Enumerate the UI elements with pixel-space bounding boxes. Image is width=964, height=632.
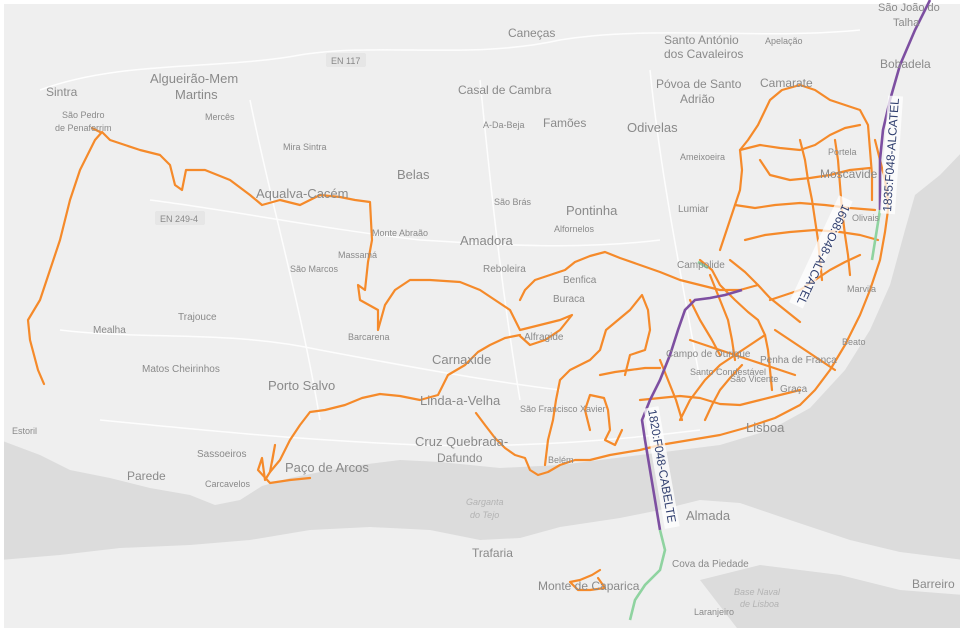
place-label: dos Cavaleiros — [664, 47, 743, 61]
place-label: Sassoeiros — [197, 449, 246, 460]
green-route-south — [628, 529, 667, 621]
place-label: Santo Condestável — [690, 367, 766, 377]
place-label: Marvila — [847, 284, 876, 294]
place-label: Famões — [543, 116, 586, 130]
water-label: Garganta — [466, 497, 504, 507]
place-label: Monte de Caparica — [538, 579, 640, 593]
north-bank-land — [0, 0, 964, 505]
purple-route-1820 — [640, 288, 743, 531]
road-label: EN 117 — [331, 56, 360, 66]
place-label: Porto Salvo — [268, 378, 335, 393]
green-route-stub — [697, 260, 709, 270]
water-label: de Lisboa — [740, 599, 779, 609]
place-label: Lisboa — [746, 420, 785, 435]
place-label: Laranjeiro — [694, 607, 734, 617]
place-label: Casal de Cambra — [458, 83, 552, 97]
place-label: Mira Sintra — [283, 142, 327, 152]
place-label: Beato — [842, 337, 866, 347]
place-label: Alfornelos — [554, 224, 595, 234]
place-label: Ameixoeira — [680, 152, 725, 162]
place-label: de Penaferrim — [55, 123, 112, 133]
place-label: Barcarena — [348, 332, 390, 342]
place-label: Barreiro — [912, 577, 955, 591]
place-label: Cova da Piedade — [672, 559, 749, 570]
place-label: Paço de Arcos — [285, 460, 369, 475]
orange-route-network — [26, 83, 890, 592]
place-label: Moscavide — [820, 167, 878, 181]
place-label: Bobadela — [880, 57, 931, 71]
place-label: A-Da-Beja — [483, 120, 525, 130]
place-label: Trafaria — [472, 546, 513, 560]
water-label: Base Naval — [734, 587, 781, 597]
road-label: EN 249-4 — [160, 214, 198, 224]
place-label: São Pedro — [62, 110, 105, 120]
place-label: Estoril — [12, 426, 37, 436]
road-shield: EN 249-4 — [155, 211, 205, 225]
place-label: Adrião — [680, 92, 715, 106]
place-label: São Marcos — [290, 264, 339, 274]
green-route-east — [870, 209, 882, 261]
place-label: Penha de França — [760, 355, 837, 366]
road-shield: EN 117 — [326, 53, 366, 67]
place-label: Camarate — [760, 76, 813, 90]
place-label: Carnaxide — [432, 352, 491, 367]
place-label: Caneças — [508, 26, 555, 40]
place-label: Santo António — [664, 33, 739, 47]
purple-route-1835 — [878, 0, 932, 210]
place-label: Carcavelos — [205, 479, 251, 489]
place-label: Linda-a-Velha — [420, 393, 501, 408]
place-label: Apelação — [765, 36, 803, 46]
place-label: Campolide — [677, 260, 725, 271]
place-label: Almada — [686, 508, 731, 523]
place-label: Talha — [893, 17, 920, 29]
place-label: Pontinha — [566, 203, 618, 218]
place-label: Massamá — [338, 250, 377, 260]
place-label: Portela — [828, 147, 857, 157]
place-label: Mealha — [93, 325, 126, 336]
place-label: Alfragide — [524, 332, 564, 343]
tagus-channel — [700, 565, 964, 632]
place-label: Parede — [127, 469, 166, 483]
place-label: Algueirão-Mem — [150, 71, 238, 86]
place-label: São Francisco Xavier — [520, 404, 606, 414]
place-label: Aqualva-Cacém — [256, 186, 349, 201]
place-label: Trajouce — [178, 312, 217, 323]
place-label: Olivais — [852, 213, 880, 223]
place-label: Póvoa de Santo — [656, 77, 742, 91]
place-label: Campo de Ourique — [666, 349, 751, 360]
water-label: do Tejo — [470, 510, 499, 520]
place-label: Martins — [175, 87, 218, 102]
place-label: Mercês — [205, 112, 235, 122]
place-label: Sintra — [46, 85, 78, 99]
place-label: Belas — [397, 167, 430, 182]
place-label: Monte Abraão — [372, 228, 428, 238]
place-label: Belém — [548, 455, 574, 465]
place-label: São Vicente — [730, 374, 778, 384]
place-label: Cruz Quebrada- — [415, 434, 508, 449]
place-label: Reboleira — [483, 264, 526, 275]
place-label: Dafundo — [437, 451, 483, 465]
place-label: São João do — [878, 2, 940, 14]
place-label: Benfica — [563, 275, 597, 286]
place-label: Matos Cheirinhos — [142, 364, 220, 375]
place-label: Odivelas — [627, 120, 678, 135]
place-label: Graça — [780, 384, 808, 395]
place-label: São Brás — [494, 197, 532, 207]
place-label: Amadora — [460, 233, 514, 248]
place-label: Lumiar — [678, 204, 709, 215]
place-label: Buraca — [553, 294, 585, 305]
